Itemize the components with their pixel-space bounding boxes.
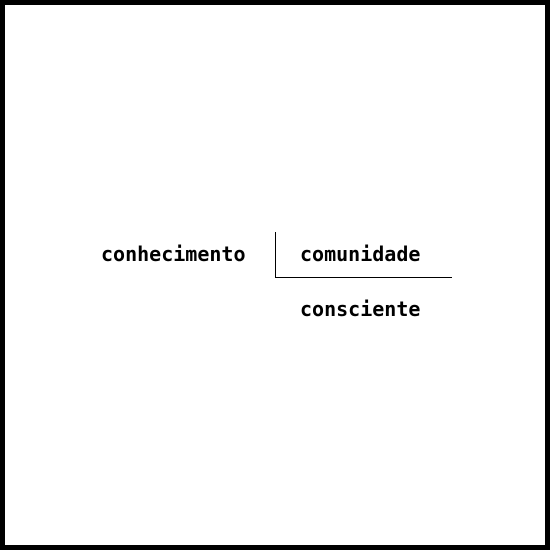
word-bottom-right: consciente (300, 297, 421, 321)
horizontal-divider (275, 277, 452, 278)
word-top-right: comunidade (300, 242, 421, 266)
vertical-divider (275, 232, 276, 278)
word-left: conhecimento (101, 242, 246, 266)
